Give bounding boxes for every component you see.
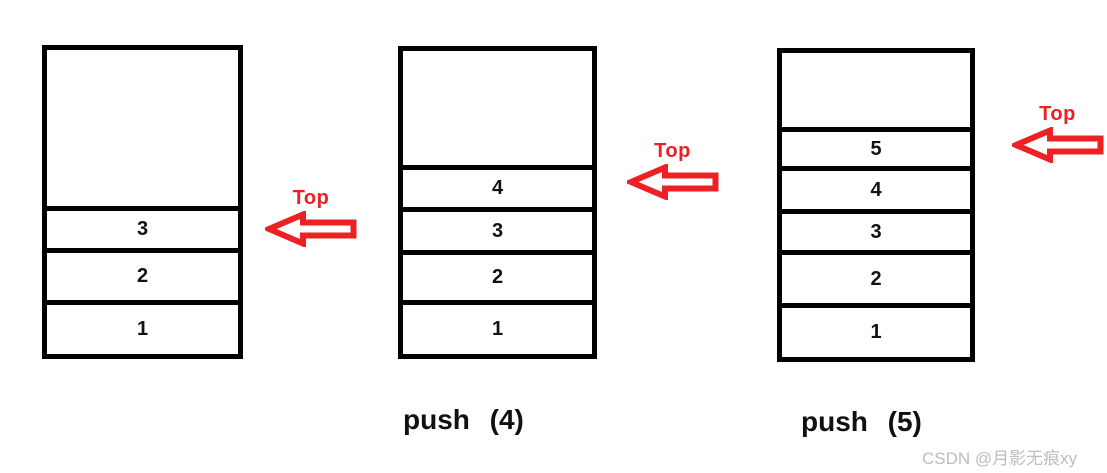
cell-value: 1 [136, 318, 149, 340]
top-pointer-stack-initial: Top [264, 188, 358, 247]
top-pointer-label: Top [292, 187, 330, 209]
cell-value: 3 [870, 220, 882, 243]
stack-after-push-4: 4 3 2 1 [398, 46, 597, 359]
cell-value: 2 [870, 267, 882, 290]
cell-value: 3 [491, 219, 504, 242]
stack-cell: 2 [782, 250, 970, 303]
stack-cell: 2 [403, 250, 592, 300]
top-arrow-icon [265, 211, 357, 247]
cell-value: 2 [136, 265, 149, 287]
top-pointer-label: Top [654, 140, 691, 162]
stack-cell: 1 [403, 300, 592, 354]
cell-value: 4 [870, 178, 882, 201]
stack-empty-region [403, 51, 592, 165]
stack-cell: 3 [782, 209, 970, 250]
stack-empty-region [47, 50, 238, 206]
cell-value: 3 [136, 218, 149, 240]
stack-cell: 4 [403, 165, 592, 207]
stack-initial: 3 2 1 [42, 45, 243, 359]
top-pointer-stack-after-push-4: Top [625, 141, 720, 200]
stack-cell: 1 [47, 300, 238, 354]
stack-empty-region [782, 53, 970, 127]
stack-cell: 3 [47, 206, 238, 248]
stack-cell: 1 [782, 303, 970, 357]
top-arrow-icon [1011, 127, 1103, 163]
cell-value: 1 [870, 321, 882, 343]
caption-push-4: push (4) [403, 404, 524, 435]
top-pointer-label: Top [1039, 103, 1076, 125]
cell-value: 1 [491, 318, 504, 340]
stack-cell: 3 [403, 207, 592, 250]
stack-cell: 5 [782, 127, 970, 166]
cell-value: 5 [870, 137, 882, 160]
stack-after-push-5: 5 4 3 2 1 [777, 48, 975, 362]
watermark-text: CSDN @月影无痕xy [922, 449, 1078, 468]
cell-value: 4 [491, 177, 504, 199]
stack-cell: 2 [47, 248, 238, 300]
cell-value: 2 [491, 266, 504, 288]
top-arrow-icon [626, 164, 718, 200]
stack-cell: 4 [782, 166, 970, 209]
caption-push-5: push (5) [801, 406, 922, 437]
top-pointer-stack-after-push-5: Top [1010, 104, 1105, 163]
